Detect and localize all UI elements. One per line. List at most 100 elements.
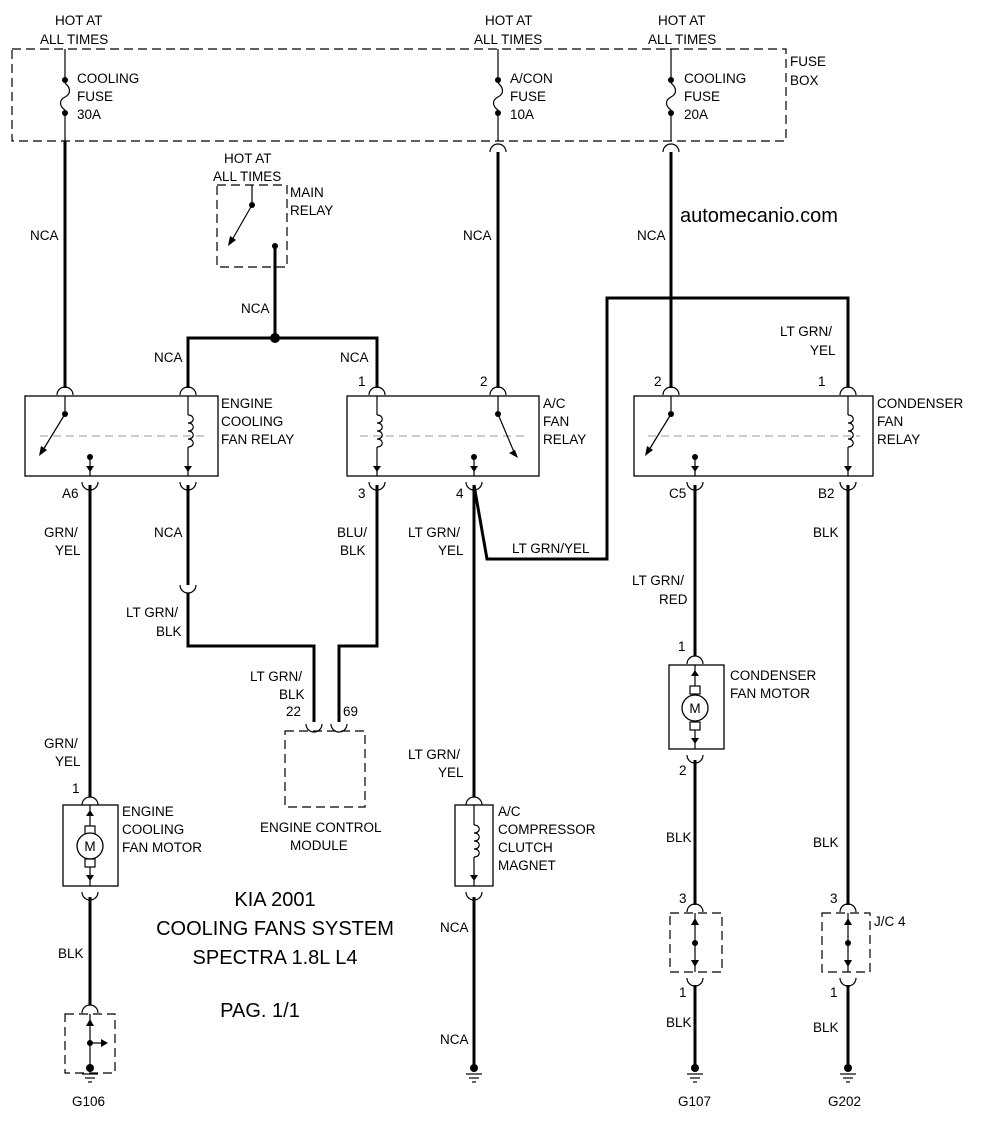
ground-symbol — [82, 1064, 98, 1083]
page-number: PAG. 1/1 — [220, 1000, 300, 1022]
engine-control-module-box — [284, 730, 366, 808]
ground-symbol — [466, 1064, 482, 1083]
main-relay-hot-label: HOT AT — [224, 151, 272, 166]
wire-label-lt-grn: LT GRN/ — [408, 747, 460, 762]
condenser-fan-relay: CONDENSER FAN RELAY — [633, 395, 964, 477]
wire-label-grn: GRN/ — [44, 525, 78, 540]
pin-label: 1 — [679, 985, 687, 1000]
wire-label-lt-grn: LT GRN/ — [126, 605, 178, 620]
svg-text:FAN: FAN — [543, 414, 569, 429]
condenser-fan-motor: M CONDENSER FAN MOTOR — [668, 655, 817, 764]
pin-label: 1 — [678, 639, 686, 654]
svg-text:FAN MOTOR: FAN MOTOR — [730, 686, 810, 701]
hot-at-all-times-label: HOT AT ALL TIMES — [40, 13, 108, 47]
ground-symbol — [687, 1064, 703, 1083]
svg-text:10A: 10A — [510, 107, 534, 122]
svg-text:30A: 30A — [77, 107, 101, 122]
wire-label-grn: GRN/ — [44, 736, 78, 751]
ac-compressor-clutch-magnet: A/C COMPRESSOR CLUTCH MAGNET — [454, 796, 596, 901]
svg-text:CONDENSER: CONDENSER — [730, 668, 817, 683]
svg-text:ENGINE: ENGINE — [221, 396, 273, 411]
pin-label: 2 — [654, 374, 662, 389]
ground-label-g107: G107 — [678, 1094, 711, 1109]
engine-cooling-fan-motor: M ENGINE COOLING FAN MOTOR — [62, 796, 202, 901]
diagram-title: KIA 2001 — [234, 889, 315, 911]
svg-text:20A: 20A — [684, 107, 708, 122]
wire-label-nca: NCA — [30, 228, 59, 243]
wire-label-nca: NCA — [637, 228, 666, 243]
wire-label-yel: YEL — [810, 343, 836, 358]
wire-label-nca: NCA — [154, 525, 183, 540]
engine-cooling-fan-relay: ENGINE COOLING FAN RELAY — [24, 395, 294, 477]
svg-text:ALL TIMES: ALL TIMES — [648, 32, 716, 47]
wire-label-blu: BLU/ — [337, 525, 367, 540]
wire-label-blk: BLK — [666, 830, 692, 845]
svg-text:ALL TIMES: ALL TIMES — [474, 32, 542, 47]
wire-label-blk: BLK — [813, 525, 839, 540]
wire-label-nca: NCA — [440, 1032, 469, 1047]
wire-label-nca: NCA — [154, 350, 183, 365]
pin-label: C5 — [669, 486, 686, 501]
svg-text:FAN RELAY: FAN RELAY — [221, 432, 294, 447]
wire-label-lt-grn: LT GRN/ — [780, 324, 832, 339]
acon-fuse-10a: A/CON FUSE 10A — [492, 49, 553, 141]
ground-splice-g106 — [64, 1004, 116, 1074]
fuse-box-label: BOX — [790, 73, 819, 88]
svg-text:COOLING: COOLING — [77, 71, 139, 86]
main-relay-label: MAIN — [290, 185, 324, 200]
cooling-fuse-30a: COOLING FUSE 30A — [59, 49, 139, 141]
pin-label: A6 — [62, 486, 79, 501]
svg-text:COOLING: COOLING — [122, 822, 184, 837]
ground-symbol — [840, 1064, 856, 1083]
wire-label-yel: YEL — [55, 754, 81, 769]
engine-control-module-label: MODULE — [290, 838, 348, 853]
wire-label-blk: BLK — [279, 687, 305, 702]
pin-label: 3 — [679, 891, 687, 906]
svg-text:HOT AT: HOT AT — [55, 13, 103, 28]
wire-label-blk: BLK — [813, 1020, 839, 1035]
svg-text:A/C: A/C — [543, 396, 566, 411]
svg-text:RELAY: RELAY — [543, 432, 586, 447]
pin-label: 4 — [456, 486, 464, 501]
cooling-fuse-20a: COOLING FUSE 20A — [665, 49, 746, 141]
wire-label-blk: BLK — [340, 543, 366, 558]
ground-label-g106: G106 — [72, 1094, 105, 1109]
wire-label-lt-grn: LT GRN/ — [632, 573, 684, 588]
pin-label: 3 — [358, 486, 366, 501]
watermark: automecanio.com — [680, 205, 838, 227]
junction-connector-jc4: J/C 4 — [821, 903, 906, 987]
main-relay-hot-label: ALL TIMES — [213, 169, 281, 184]
main-relay-label: RELAY — [290, 203, 333, 218]
svg-text:MAGNET: MAGNET — [498, 858, 556, 873]
wire-label-lt-grn: LT GRN/ — [250, 669, 302, 684]
pin-label: 1 — [830, 985, 838, 1000]
svg-text:ALL TIMES: ALL TIMES — [40, 32, 108, 47]
svg-text:HOT AT: HOT AT — [485, 13, 533, 28]
fuse-box-label: FUSE — [790, 54, 826, 69]
engine-control-module-label: ENGINE CONTROL — [260, 820, 382, 835]
pin-label: 3 — [830, 891, 838, 906]
hot-at-all-times-label: HOT AT ALL TIMES — [474, 13, 542, 47]
wire-label-blk: BLK — [666, 1015, 692, 1030]
pin-label: 69 — [343, 704, 358, 719]
wire-label-nca: NCA — [340, 350, 369, 365]
hot-at-all-times-label: HOT AT ALL TIMES — [648, 13, 716, 47]
wire-label-yel: YEL — [438, 765, 464, 780]
pin-label: 2 — [480, 374, 488, 389]
wire-label-red: RED — [659, 592, 688, 607]
wire-label-lt-grn: LT GRN/ — [408, 525, 460, 540]
svg-text:FAN: FAN — [877, 414, 903, 429]
fuse-box-outline — [11, 48, 787, 142]
svg-text:A/C: A/C — [498, 804, 521, 819]
wire-label-yel: YEL — [438, 543, 464, 558]
ground-label-g202: G202 — [828, 1094, 861, 1109]
svg-text:FAN MOTOR: FAN MOTOR — [122, 840, 202, 855]
svg-text:M: M — [689, 701, 700, 716]
wire-label-blk: BLK — [813, 835, 839, 850]
wire-label-blk: BLK — [156, 624, 182, 639]
pin-label: 22 — [286, 704, 301, 719]
wire-label-nca: NCA — [241, 301, 270, 316]
svg-text:ENGINE: ENGINE — [122, 804, 174, 819]
